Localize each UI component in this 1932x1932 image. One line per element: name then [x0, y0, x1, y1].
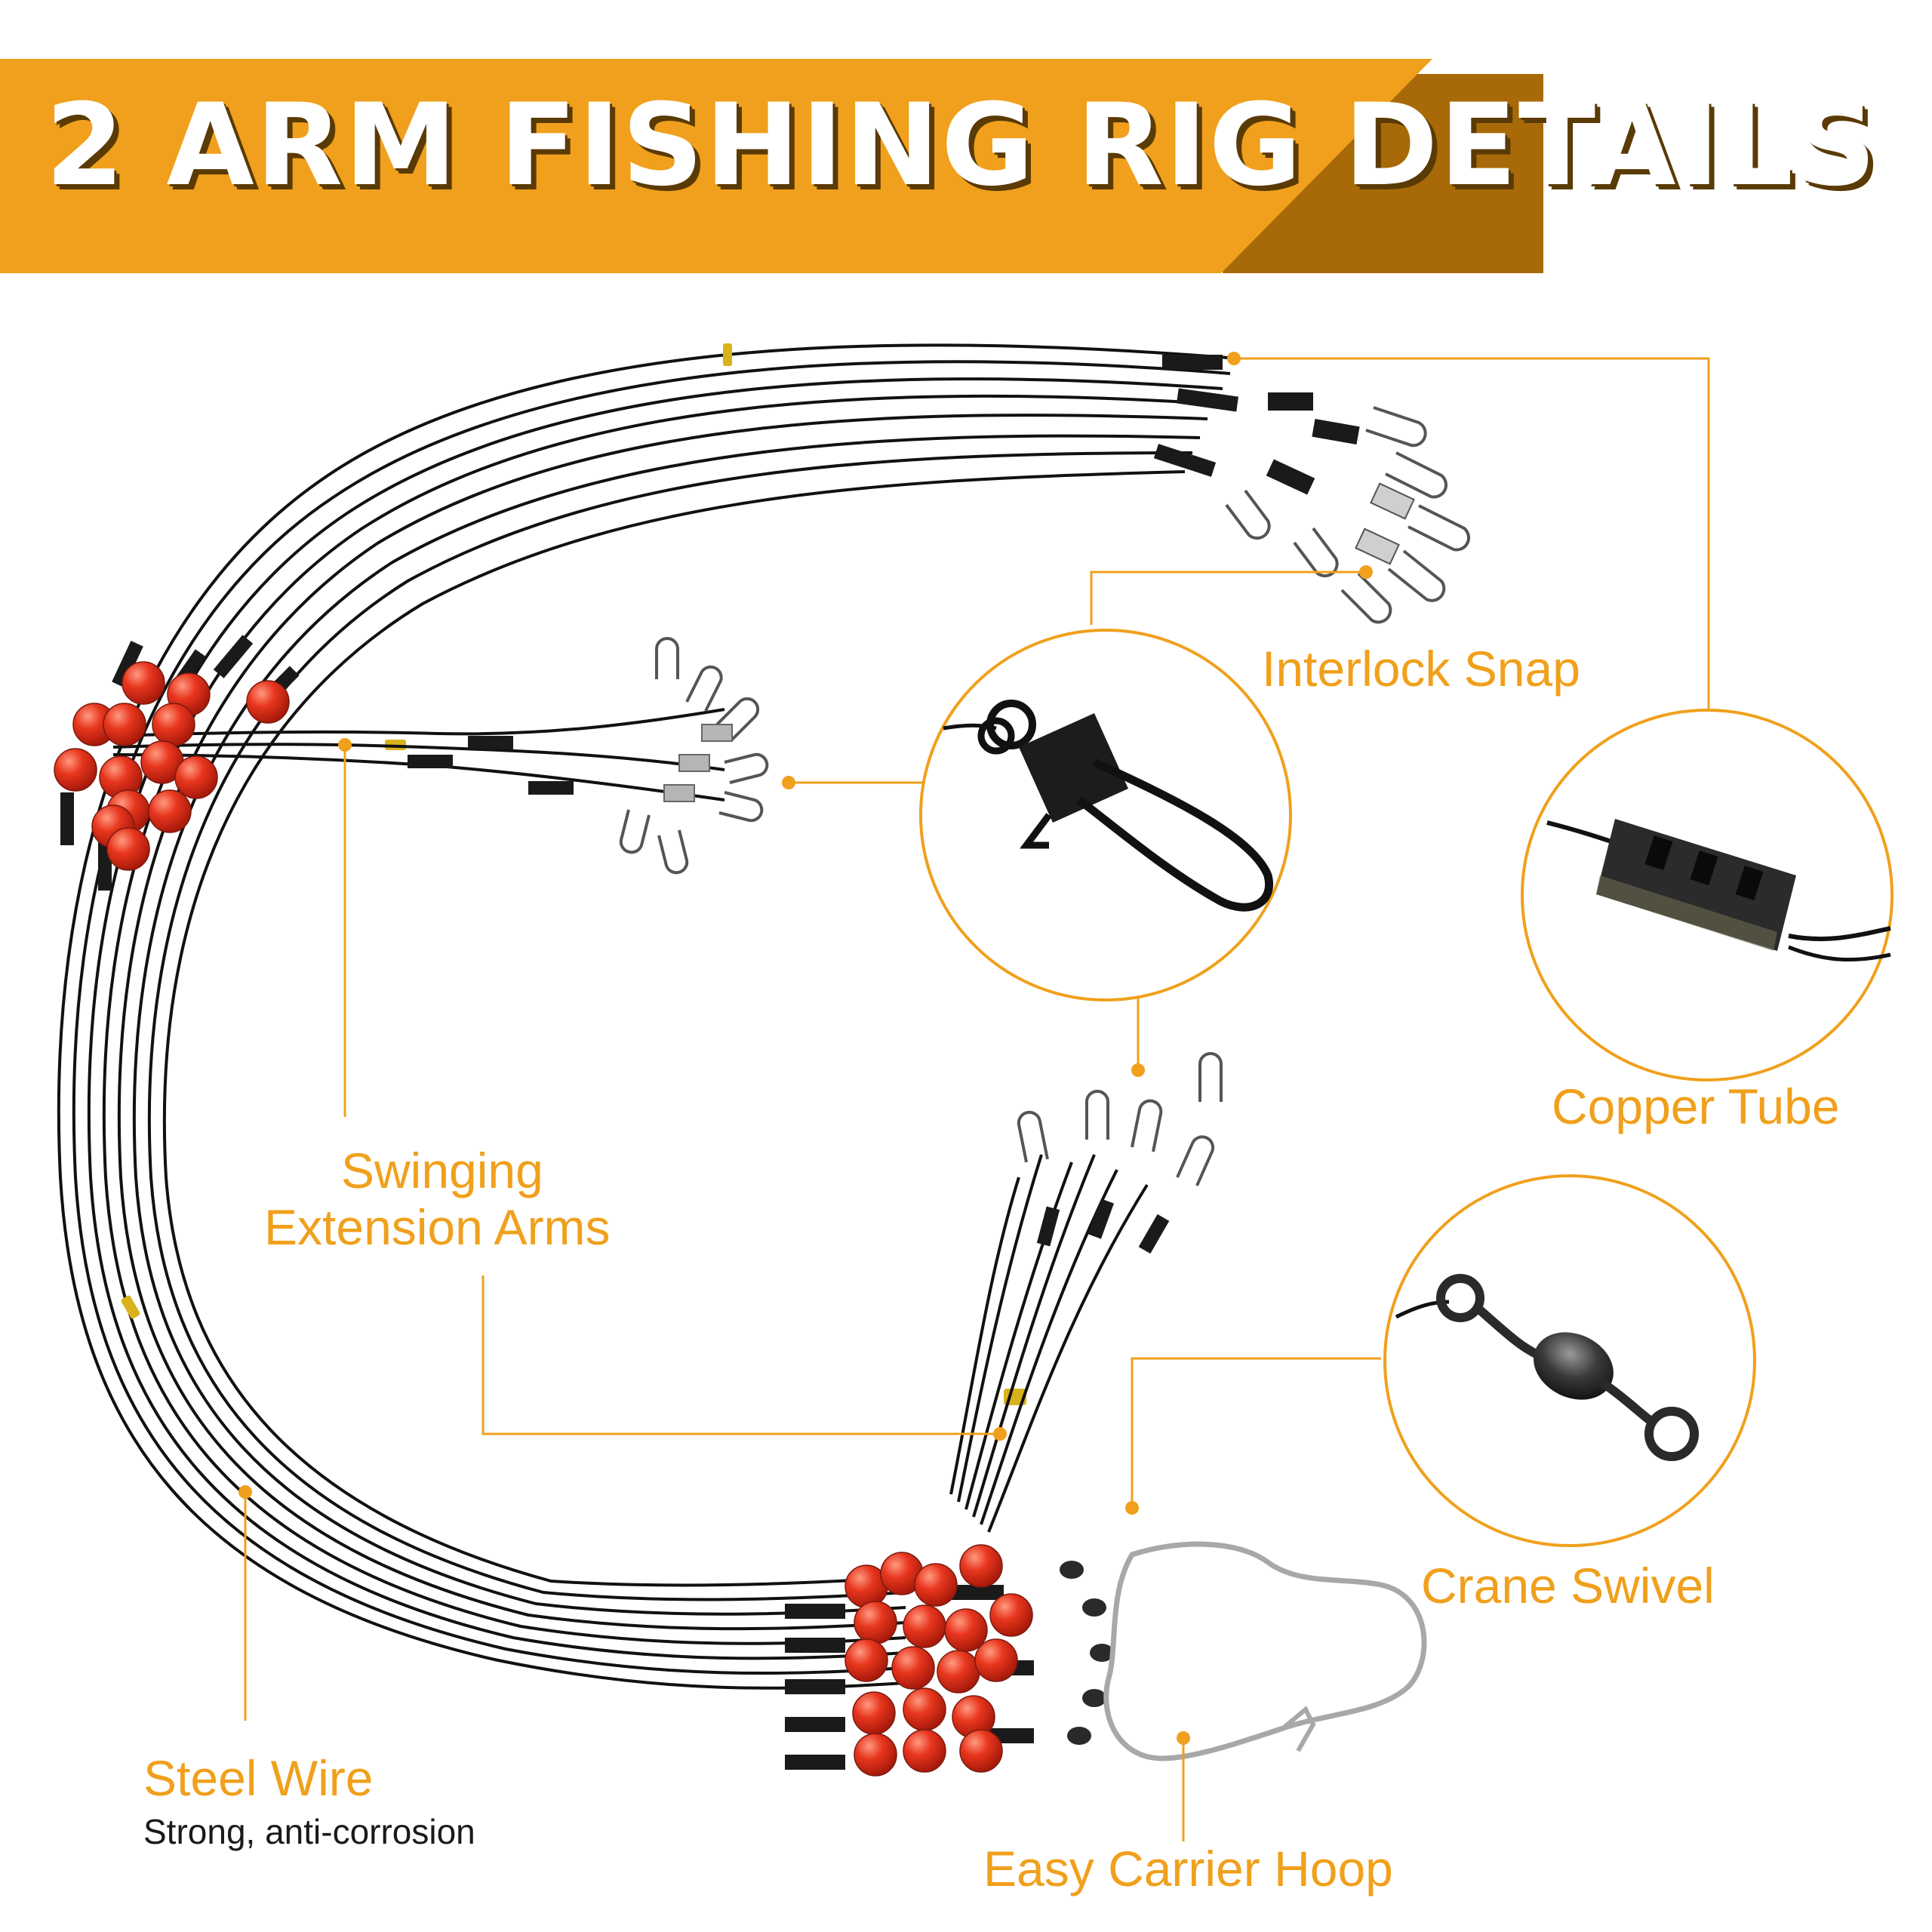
- label-steel-wire: Steel Wire: [143, 1750, 374, 1806]
- carrier-hoop-clip: [1281, 1706, 1316, 1752]
- carrier-hoop: [1103, 1541, 1427, 1761]
- label-crane-swivel: Crane Swivel: [1421, 1558, 1715, 1614]
- crane-swivel-closeup: [1383, 1174, 1756, 1547]
- interlock-snap-closeup: [919, 629, 1292, 1001]
- callout-dots: [238, 352, 1373, 1745]
- top-snap-bundle: [1153, 355, 1470, 624]
- label-interlock-snap: Interlock Snap: [1262, 641, 1580, 697]
- upper-bead-cluster: [54, 635, 769, 891]
- label-copper-tube: Copper Tube: [1552, 1078, 1840, 1134]
- banner-main-band: [0, 59, 1432, 273]
- label-swinging-arms-line1: Swinging: [341, 1143, 543, 1198]
- label-swinging-arms-line2: Extension Arms: [264, 1199, 611, 1255]
- page-title: 2 ARM FISHING RIG DETAILS: [45, 80, 1878, 211]
- lower-arm-bundle: [949, 1052, 1223, 1533]
- bottom-bead-cluster: [785, 1544, 1114, 1777]
- callout-leaders: [244, 357, 1710, 1841]
- steel-wire-bundle: [57, 343, 1238, 1690]
- label-steel-wire-sub: Strong, anti-corrosion: [143, 1812, 475, 1851]
- copper-tube-closeup: [1521, 709, 1894, 1081]
- label-carrier-hoop: Easy Carrier Hoop: [983, 1841, 1393, 1897]
